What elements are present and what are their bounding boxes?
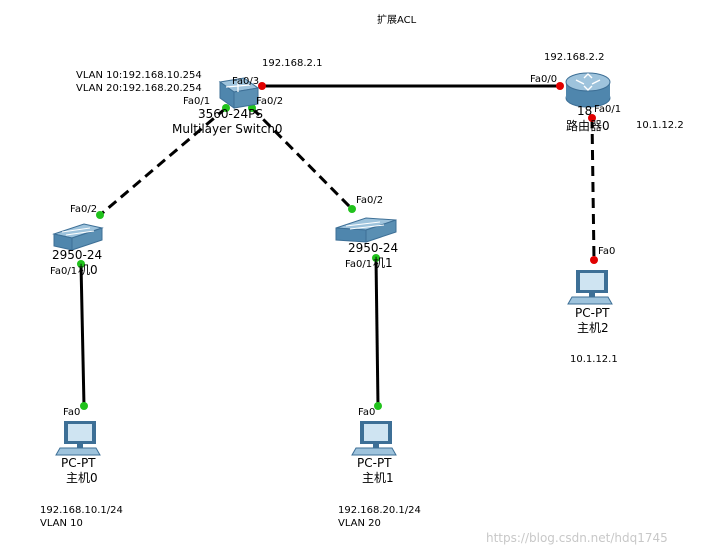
switch0-model: 2950-24 xyxy=(52,248,102,262)
switch0-port-to-pc: Fa0/1 xyxy=(50,266,77,277)
switch1-port-to-pc: Fa0/1 xyxy=(345,259,372,270)
pc2-icon[interactable] xyxy=(567,270,613,305)
watermark-text: https://blog.csdn.net/hdq1745 xyxy=(486,531,668,545)
pc0-icon[interactable] xyxy=(55,421,101,456)
core-uplink-ip: 192.168.2.1 xyxy=(262,58,322,69)
link-status-dot xyxy=(248,104,256,112)
router-uplink-ip: 192.168.2.2 xyxy=(544,52,604,63)
core-switch-name: Multilayer Switch0 xyxy=(172,122,283,136)
pc1-type: PC-PT xyxy=(357,456,392,470)
link-status-dot xyxy=(96,211,104,219)
router-port-fa0-1: Fa0/1 xyxy=(594,104,621,115)
switch1-port-uplink: Fa0/2 xyxy=(356,195,383,206)
core-port-fa0-2: Fa0/2 xyxy=(256,96,283,107)
core-switch-model: 3560-24PS xyxy=(198,107,263,121)
pc1-port: Fa0 xyxy=(358,407,375,418)
link-status-dot xyxy=(258,82,266,90)
pc2-ip: 10.1.12.1 xyxy=(570,354,618,365)
link-switch0-to-pc0 xyxy=(79,263,86,407)
multilayer-switch-icon[interactable] xyxy=(218,77,260,109)
pc0-vlan: VLAN 10 xyxy=(40,518,83,529)
router-model: 18 xyxy=(577,104,592,118)
pc1-ip: 192.168.20.1/24 xyxy=(338,505,421,516)
switch1-name: 机1 xyxy=(373,256,393,270)
switch0-name: 机0 xyxy=(78,263,98,277)
link-status-dot xyxy=(77,260,85,268)
pc0-port: Fa0 xyxy=(63,407,80,418)
switch1-icon[interactable] xyxy=(335,217,397,243)
pc1-icon[interactable] xyxy=(351,421,397,456)
link-status-dot xyxy=(588,114,596,122)
link-core-to-switch1 xyxy=(250,106,354,211)
router-port-fa0-0: Fa0/0 xyxy=(530,74,557,85)
pc1-name: 主机1 xyxy=(362,471,394,485)
link-switch1-to-pc1 xyxy=(374,257,380,407)
pc0-name: 主机0 xyxy=(66,471,98,485)
link-core-to-switch0 xyxy=(99,106,227,217)
vlan20-gateway-label: VLAN 20:192.168.20.254 xyxy=(76,83,202,94)
router-name: 路由器0 xyxy=(566,118,610,133)
link-status-dot xyxy=(222,104,230,112)
vlan10-gateway-label: VLAN 10:192.168.10.254 xyxy=(76,70,202,81)
router-lan-ip: 10.1.12.2 xyxy=(636,120,684,131)
pc0-type: PC-PT xyxy=(61,456,96,470)
pc2-port: Fa0 xyxy=(598,246,615,257)
link-status-dot xyxy=(80,402,88,410)
link-status-dot xyxy=(348,205,356,213)
core-port-fa0-1: Fa0/1 xyxy=(183,96,210,107)
router-icon[interactable] xyxy=(565,72,611,108)
link-router-to-pc2 xyxy=(590,117,596,261)
link-status-dot xyxy=(556,82,564,90)
switch0-port-uplink: Fa0/2 xyxy=(70,204,97,215)
diagram-title: 扩展ACL xyxy=(377,13,417,26)
switch1-model: 2950-24 xyxy=(348,241,398,255)
link-status-dot xyxy=(372,254,380,262)
link-status-dot xyxy=(590,256,598,264)
pc2-name: 主机2 xyxy=(577,321,609,335)
switch0-icon[interactable] xyxy=(52,223,104,251)
core-port-fa0-3: Fa0/3 xyxy=(232,76,259,87)
pc1-vlan: VLAN 20 xyxy=(338,518,381,529)
pc0-ip: 192.168.10.1/24 xyxy=(40,505,123,516)
pc2-type: PC-PT xyxy=(575,306,610,320)
link-status-dot xyxy=(374,402,382,410)
